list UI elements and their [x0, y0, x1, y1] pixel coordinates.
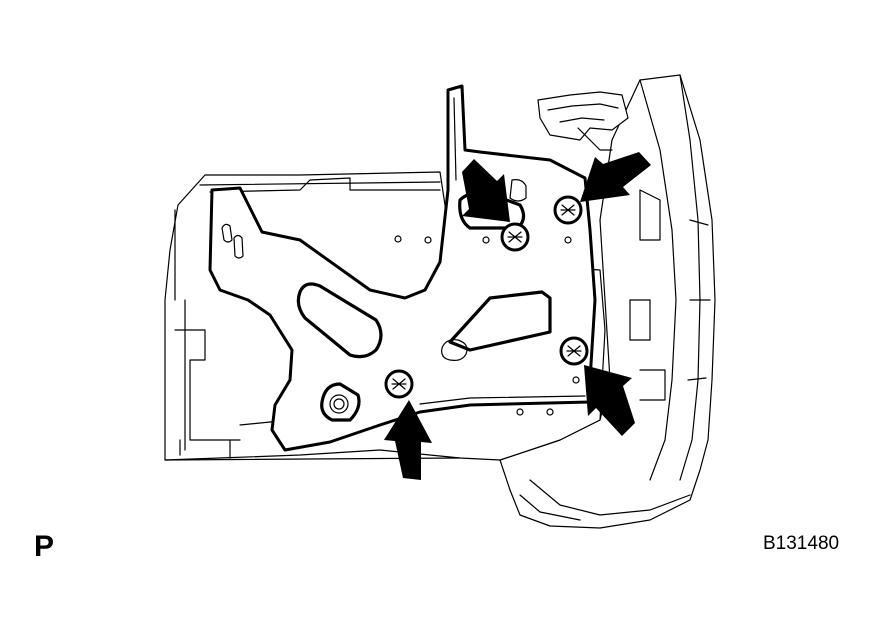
screw-top-center [500, 222, 530, 252]
arrow-icon [584, 365, 635, 436]
housing-top-clip [537, 91, 629, 151]
arrow-to-screw-bottom-left [384, 400, 432, 480]
screw-icon [559, 336, 589, 366]
screw-icon [553, 195, 583, 225]
arrow-icon [580, 152, 651, 202]
arrow-icon [462, 159, 510, 222]
screw-icon [384, 369, 414, 399]
corner-label: P [34, 530, 55, 563]
arrow-to-screw-top-center [462, 159, 510, 222]
arrow-icon [384, 400, 432, 480]
arrow-to-screw-top-right [580, 152, 651, 202]
screw-bottom-left [384, 369, 414, 399]
housing-rear [499, 74, 716, 529]
arrow-to-screw-right [584, 365, 635, 436]
screw-top-right [553, 195, 583, 225]
screw-right [559, 336, 589, 366]
figure-code: B131480 [763, 533, 840, 554]
bracket-plate [208, 84, 597, 452]
screw-icon [500, 222, 530, 252]
